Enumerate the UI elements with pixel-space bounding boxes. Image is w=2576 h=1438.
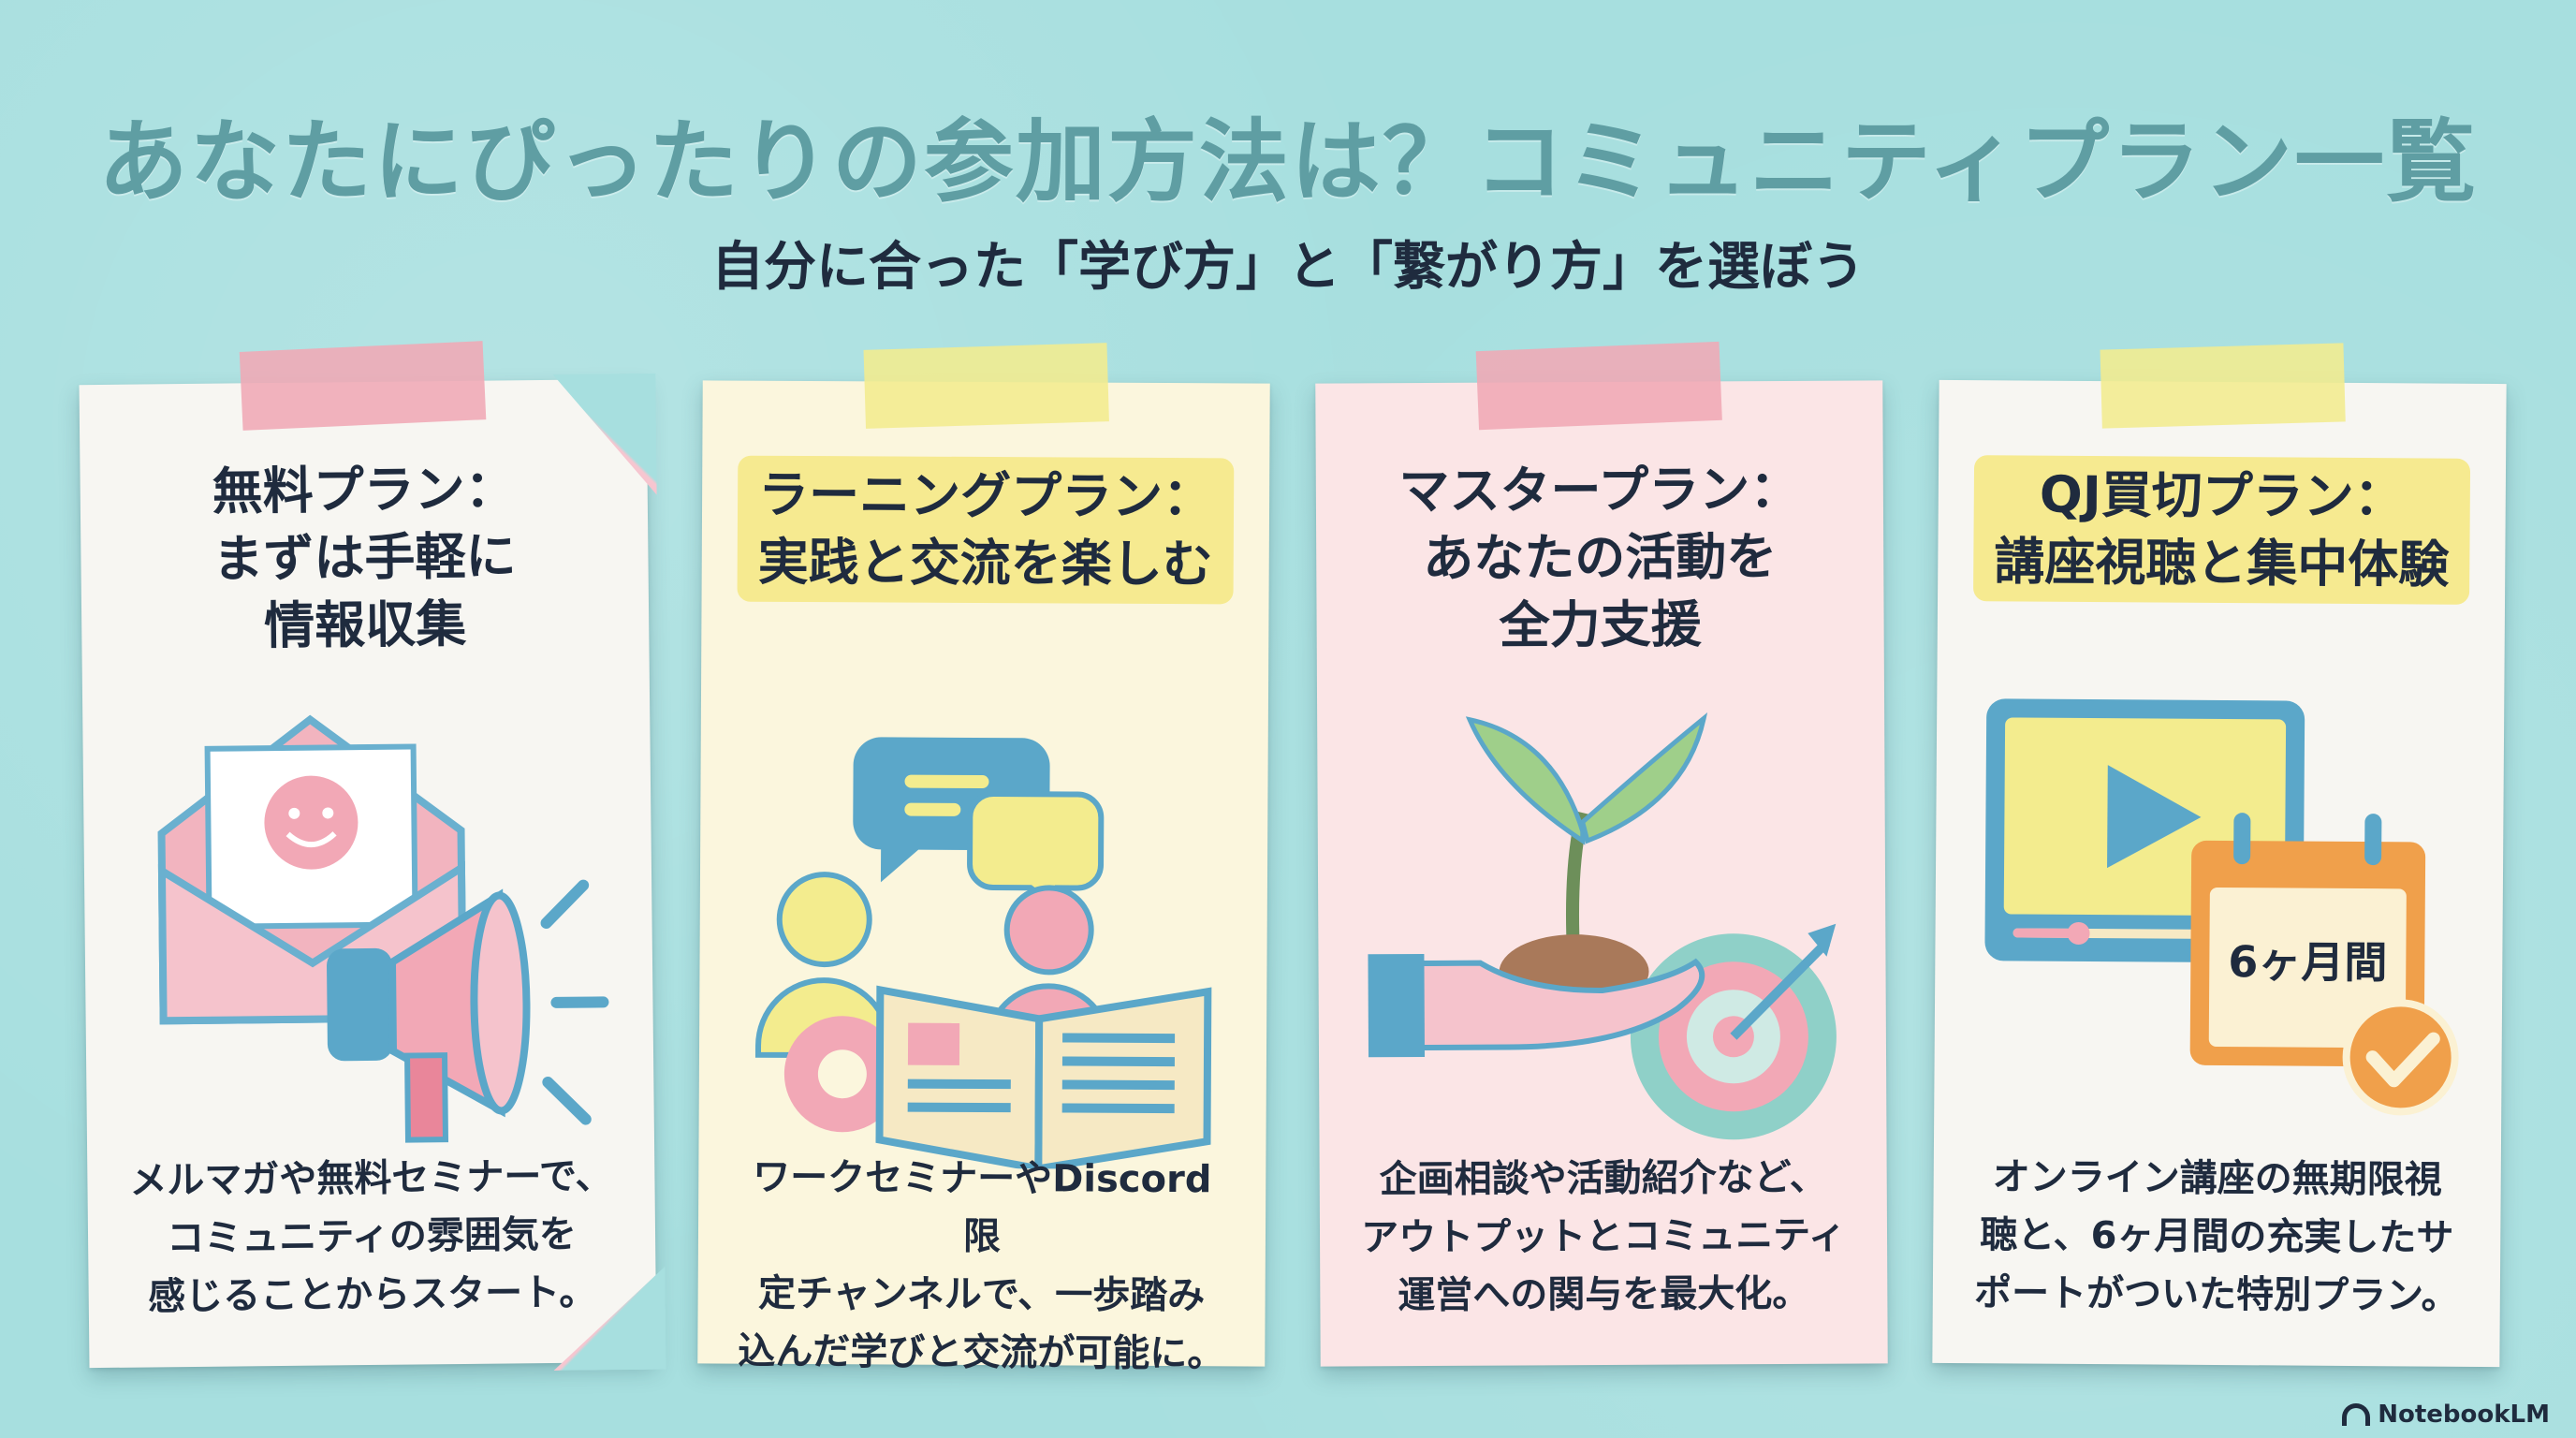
megaphone-icon bbox=[327, 879, 609, 1143]
plan-heading: QJ買切プラン： 講座視聴と集中体験 bbox=[1938, 455, 2506, 605]
tape-decoration bbox=[239, 341, 487, 431]
plan-heading: ラーニングプラン： 実践と交流を楽しむ bbox=[702, 455, 1270, 605]
page-subtitle: 自分に合った「学び方」と「繋がり方」を選ぼう bbox=[711, 237, 1865, 298]
chat-bubble-icon bbox=[853, 737, 1105, 924]
check-icon bbox=[2342, 999, 2459, 1116]
plan-card-master: マスタープラン： あなたの活動を 全力支援 bbox=[1315, 341, 1888, 1367]
calendar-icon: 6ヶ月間 bbox=[2189, 813, 2426, 1067]
video-calendar-illustration: 6ヶ月間 bbox=[1971, 652, 2467, 1142]
tape-decoration bbox=[1475, 341, 1722, 431]
plan-card-learning: ラーニングプラン： 実践と交流を楽しむ bbox=[697, 343, 1270, 1375]
tape-decoration bbox=[2100, 343, 2346, 429]
community-learning-illustration bbox=[736, 681, 1231, 1174]
notebooklm-logo-icon bbox=[2342, 1403, 2371, 1426]
gear-icon bbox=[783, 1016, 900, 1133]
plan-description: 企画相談や活動紹介など、 アウトプットとコミュニティ 運営への関与を最大化。 bbox=[1361, 1155, 1846, 1318]
brand-watermark: NotebookLM bbox=[2342, 1401, 2550, 1429]
plan-card-free: 無料プラン： まずは手軽に 情報収集 bbox=[79, 341, 657, 1368]
envelope-megaphone-illustration bbox=[120, 679, 617, 1170]
page-title: あなたにぴったりの参加方法は？コミュニティプラン一覧 bbox=[97, 110, 2479, 214]
plan-heading: マスタープラン： あなたの活動を 全力支援 bbox=[1398, 459, 1801, 655]
envelope-icon bbox=[157, 714, 609, 1143]
tape-decoration bbox=[863, 343, 1109, 429]
plan-description: ワークセミナーやDiscord限 定チャンネルで、一歩踏み 込んだ学びと交流が可… bbox=[738, 1155, 1225, 1376]
plan-description: メルマガや無料セミナーで、 コミュニティの雰囲気を 感じることからスタート。 bbox=[129, 1154, 613, 1319]
sprout-target-illustration bbox=[1354, 681, 1850, 1170]
target-icon bbox=[1630, 923, 1837, 1140]
book-icon bbox=[875, 985, 1212, 1174]
plan-card-qj: QJ買切プラン： 講座視聴と集中体験 6ヶ月間 bbox=[1932, 343, 2507, 1368]
hand-icon bbox=[1368, 953, 1705, 1058]
calendar-label: 6ヶ月間 bbox=[2228, 936, 2387, 988]
plan-description: オンライン講座の無期限視 聴と、6ヶ月間の充実したサ ポートがついた特別プラン。 bbox=[1973, 1155, 2459, 1318]
plan-heading: 無料プラン： まずは手軽に 情報収集 bbox=[212, 459, 517, 656]
